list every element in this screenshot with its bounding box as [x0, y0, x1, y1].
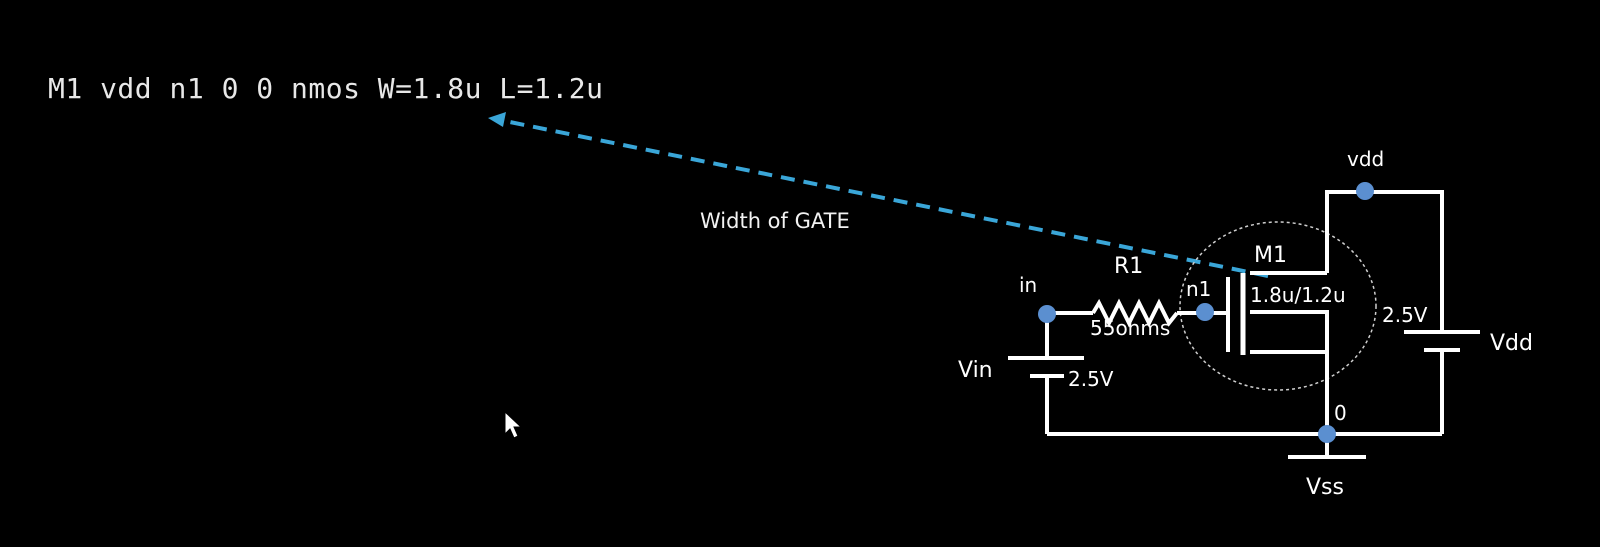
- label-resistor-value: 55ohms: [1090, 316, 1170, 340]
- transistor-highlight-circle: [1179, 221, 1377, 391]
- label-vin-value: 2.5V: [1068, 367, 1114, 391]
- label-vin-name: Vin: [958, 358, 993, 383]
- annotation-arrow-line: [499, 118, 1269, 278]
- label-n1-node: n1: [1186, 277, 1211, 301]
- node-ground: [1318, 425, 1336, 443]
- annotation-arrow-head: [488, 112, 506, 127]
- node-n1: [1196, 303, 1214, 321]
- label-resistor-name: R1: [1114, 254, 1143, 279]
- label-in-node: in: [1019, 273, 1037, 297]
- label-transistor-size: 1.8u/1.2u: [1250, 283, 1346, 307]
- label-vdd-value: 2.5V: [1382, 303, 1428, 327]
- circuit-wires: [1045, 190, 1444, 457]
- label-ground-node: 0: [1334, 401, 1347, 425]
- spice-netlist-line: M1 vdd n1 0 0 nmos W=1.8u L=1.2u: [48, 72, 604, 105]
- label-vdd-name: Vdd: [1490, 331, 1533, 356]
- resistor-zigzag: [1091, 298, 1179, 328]
- mouse-cursor-icon: [504, 410, 523, 439]
- label-vdd-node: vdd: [1347, 147, 1384, 171]
- node-vdd: [1356, 182, 1374, 200]
- label-transistor-name: M1: [1254, 243, 1287, 268]
- label-vss-name: Vss: [1306, 475, 1344, 500]
- node-in: [1038, 305, 1056, 323]
- annotation-label: Width of GATE: [700, 209, 850, 233]
- wire-top-rail: [1325, 190, 1444, 332]
- wire-source: [1250, 310, 1329, 434]
